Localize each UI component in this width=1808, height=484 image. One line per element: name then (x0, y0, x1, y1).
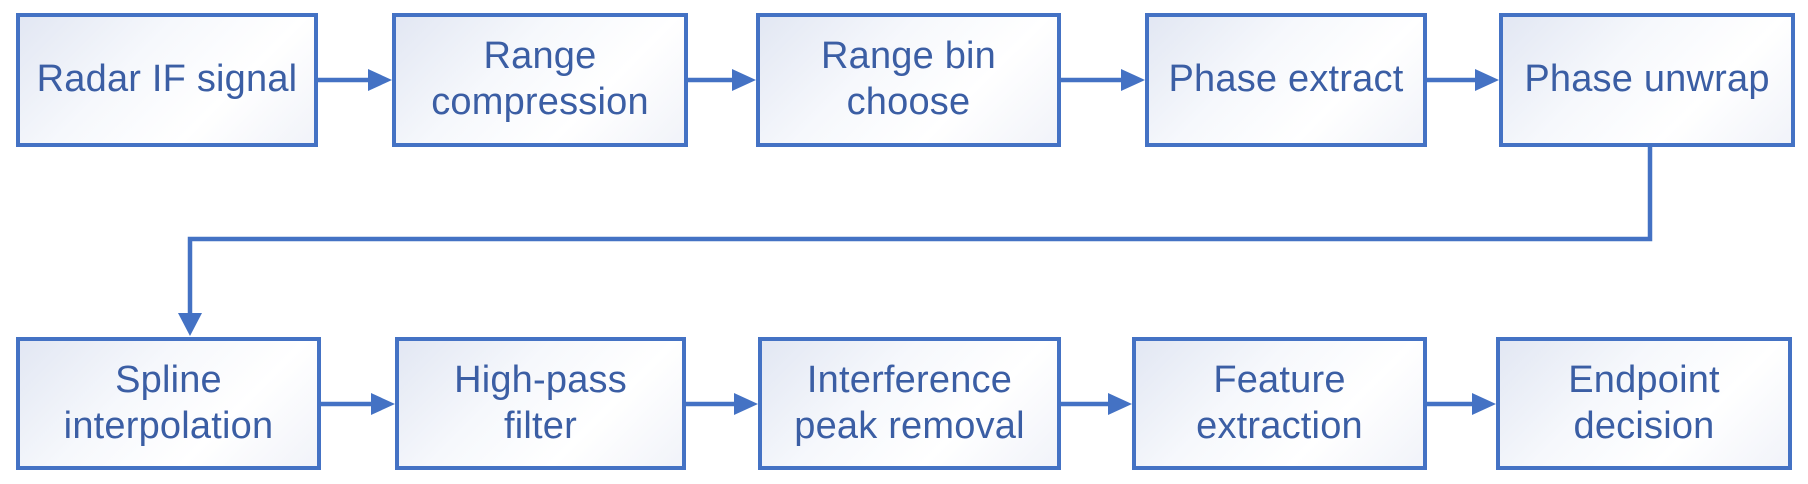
node-interference-peak-removal: Interference peak removal (758, 337, 1061, 470)
edge-range-compression-to-range-bin-choose (688, 69, 756, 91)
edge-phase-unwrap-to-spline-interpolation (178, 147, 1653, 336)
edge-range-bin-choose-to-phase-extract (1061, 69, 1145, 91)
edge-feature-extraction-to-endpoint-decision (1427, 393, 1496, 415)
node-range-bin-choose: Range bin choose (756, 13, 1061, 147)
node-phase-extract: Phase extract (1145, 13, 1427, 147)
node-radar-if-signal: Radar IF signal (16, 13, 318, 147)
node-feature-extraction: Feature extraction (1132, 337, 1427, 470)
node-range-compression: Range compression (392, 13, 688, 147)
node-endpoint-decision: Endpoint decision (1496, 337, 1792, 470)
edge-interference-peak-removal-to-feature-extraction (1061, 393, 1132, 415)
edge-phase-extract-to-phase-unwrap (1427, 69, 1499, 91)
edge-high-pass-filter-to-interference-peak-removal (686, 393, 758, 415)
edge-radar-if-signal-to-range-compression (318, 69, 392, 91)
edge-spline-interpolation-to-high-pass-filter (321, 393, 395, 415)
node-spline-interpolation: Spline interpolation (16, 337, 321, 470)
node-phase-unwrap: Phase unwrap (1499, 13, 1795, 147)
node-high-pass-filter: High-pass filter (395, 337, 686, 470)
